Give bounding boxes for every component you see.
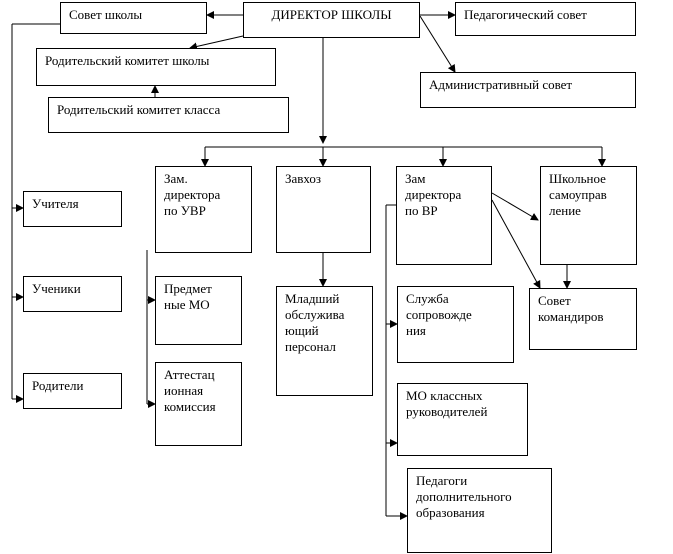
school-council-box: Совет школы (60, 2, 207, 34)
admin-council-box: Административный совет (420, 72, 636, 108)
deputy-vr-box: Зам директора по ВР (396, 166, 492, 265)
self-government-box: Школьное самоуправ ление (540, 166, 637, 265)
parents-box: Родители (23, 373, 122, 409)
mo-class-leaders-box: МО классных руководителей (397, 383, 528, 456)
director-box: ДИРЕКТОР ШКОЛЫ (243, 2, 420, 38)
parent-committee-school-box: Родительский комитет школы (36, 48, 276, 86)
zavhoz-box: Завхоз (276, 166, 371, 253)
deputy-uvr-box: Зам. директора по УВР (155, 166, 252, 253)
commanders-council-box: Совет командиров (529, 288, 637, 350)
ped-council-box: Педагогический совет (455, 2, 636, 36)
teachers-box: Учителя (23, 191, 122, 227)
junior-staff-box: Младший обслужива ющий персонал (276, 286, 373, 396)
support-service-box: Служба сопровожде ния (397, 286, 514, 363)
additional-education-box: Педагоги дополнительного образования (407, 468, 552, 553)
attestation-commission-box: Аттестац ионная комиссия (155, 362, 242, 446)
students-box: Ученики (23, 276, 122, 312)
parent-committee-class-box: Родительский комитет класса (48, 97, 289, 133)
subject-mo-box: Предмет ные МО (155, 276, 242, 345)
